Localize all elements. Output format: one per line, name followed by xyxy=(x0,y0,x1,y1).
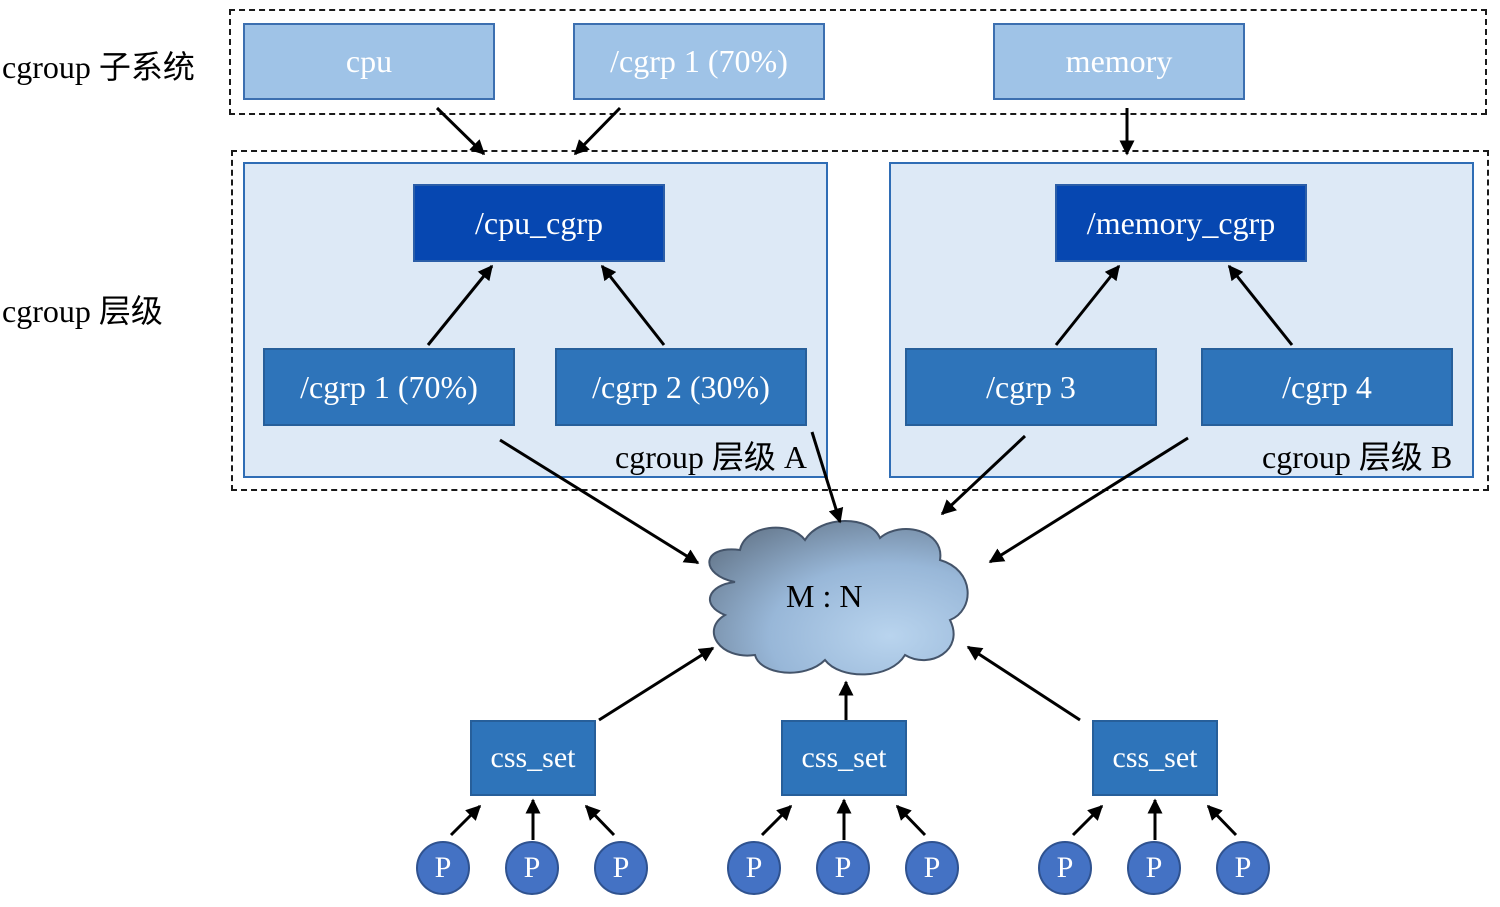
arrow-cgrp2-to-cpu-root xyxy=(600,264,666,346)
arrow-cgrp3-to-memory-root xyxy=(1054,264,1121,346)
process-node: P xyxy=(1038,841,1092,895)
cpu-cgrp-root-box: /cpu_cgrp xyxy=(413,184,665,262)
arrow-cgrp4-to-memory-root xyxy=(1227,264,1294,346)
process-node: P xyxy=(1127,841,1181,895)
hierarchy-a-label: cgroup 层级 A xyxy=(615,439,807,475)
cgrp2-box: /cgrp 2 (30%) xyxy=(555,348,807,426)
arrow-process-1-1 xyxy=(449,804,482,837)
hierarchy-group-frame xyxy=(231,150,1489,491)
arrow-css-set-1-to-cloud xyxy=(598,646,715,722)
hierarchy-b-label: cgroup 层级 B xyxy=(1262,439,1453,475)
css-set-box-1: css_set xyxy=(470,720,596,796)
css-set-box-2: css_set xyxy=(781,720,907,796)
process-node: P xyxy=(816,841,870,895)
arrow-process-3-1 xyxy=(1071,804,1104,837)
arrow-cpu-to-hierarchy xyxy=(435,106,486,156)
arrow-cgrp1-to-cloud xyxy=(499,438,700,565)
hierarchy-row-label: cgroup 层级 xyxy=(2,293,163,329)
cgrp1-box: /cgrp 1 (70%) xyxy=(263,348,515,426)
process-node: P xyxy=(416,841,470,895)
process-node: P xyxy=(1216,841,1270,895)
arrow-css-set-3-to-cloud xyxy=(966,645,1081,722)
arrow-process-3-3 xyxy=(1206,804,1238,837)
process-node: P xyxy=(505,841,559,895)
arrow-process-2-1 xyxy=(760,804,793,837)
process-node: P xyxy=(594,841,648,895)
arrow-cgrp3-to-cloud xyxy=(940,434,1027,516)
cgrp3-box: /cgrp 3 xyxy=(905,348,1157,426)
subsystem-row-label: cgroup 子系统 xyxy=(2,49,195,85)
process-node: P xyxy=(905,841,959,895)
subsystem-cgrp1-box: /cgrp 1 (70%) xyxy=(573,23,825,100)
cloud-label: M : N xyxy=(786,578,863,614)
process-node: P xyxy=(727,841,781,895)
subsystem-group-frame xyxy=(229,9,1487,115)
css-set-box-3: css_set xyxy=(1092,720,1218,796)
arrow-process-2-3 xyxy=(895,804,927,837)
arrow-process-1-3 xyxy=(584,804,616,837)
mn-cloud xyxy=(708,520,969,676)
arrow-cgrp2-to-cloud xyxy=(810,431,844,524)
arrow-cgrp4-to-cloud xyxy=(988,436,1189,564)
subsystem-memory-box: memory xyxy=(993,23,1245,100)
arrow-cgrp1-to-cpu-root xyxy=(426,264,494,346)
cgrp4-box: /cgrp 4 xyxy=(1201,348,1453,426)
subsystem-cpu-box: cpu xyxy=(243,23,495,100)
memory-cgrp-root-box: /memory_cgrp xyxy=(1055,184,1307,262)
arrow-cgrp1-to-hierarchy xyxy=(573,106,622,156)
